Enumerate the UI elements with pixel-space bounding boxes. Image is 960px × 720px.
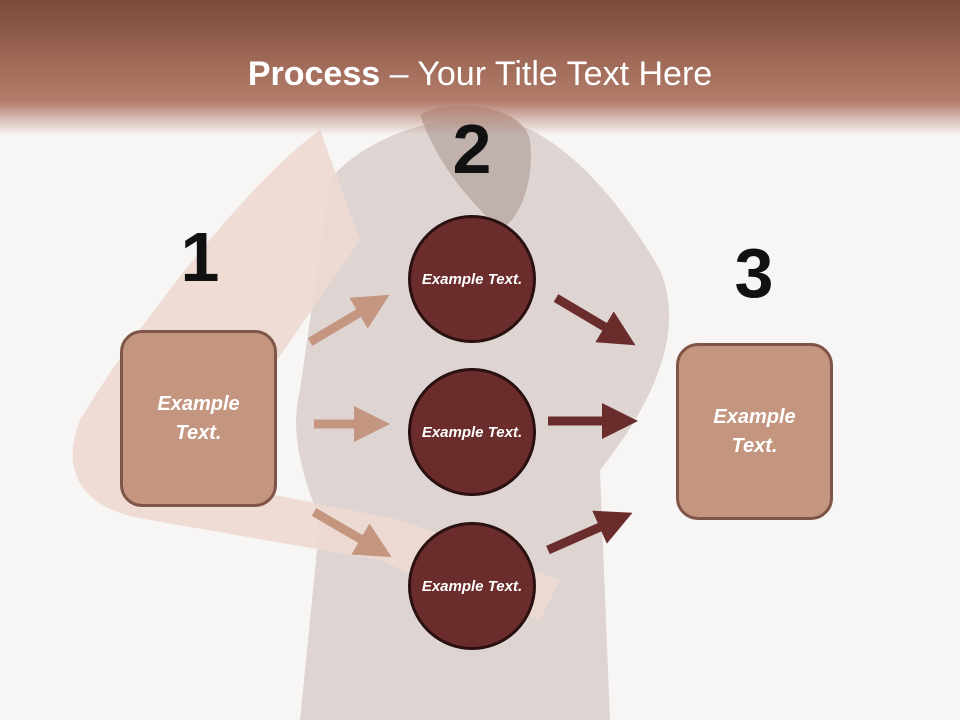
circle-top-text: Example Text. [421, 270, 523, 288]
right-box-text: Example Text. [713, 405, 796, 457]
right-box: Example Text. [676, 343, 833, 520]
arrow-left-to-top [307, 294, 390, 346]
title-rest: – Your Title Text Here [380, 55, 713, 93]
step-number-3: 3 [734, 234, 774, 312]
arrow-left-to-bottom [311, 508, 392, 558]
arrow-top-to-right [553, 294, 636, 346]
circle-top: Example Text. [408, 215, 536, 343]
step-number-2: 2 [452, 110, 492, 188]
slide-title: Process – Your Title Text Here [0, 52, 960, 96]
header-bar [0, 0, 960, 135]
step-number-1: 1 [180, 218, 220, 296]
circle-bottom-text: Example Text. [421, 577, 523, 595]
circle-middle-text: Example Text. [421, 423, 523, 441]
circle-bottom: Example Text. [408, 522, 536, 650]
left-box: Example Text. [120, 330, 277, 507]
arrow-bottom-to-right [546, 510, 633, 555]
left-box-text: Example Text. [157, 392, 240, 444]
circle-middle: Example Text. [408, 368, 536, 496]
title-bold: Process [247, 55, 381, 93]
